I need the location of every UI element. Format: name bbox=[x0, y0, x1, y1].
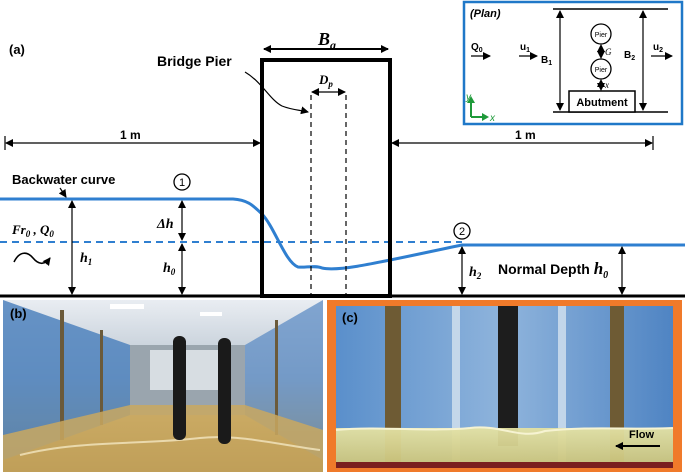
plan-view-title: (Plan) bbox=[470, 8, 501, 20]
normal-depth-label: Normal Depth h0 bbox=[498, 259, 608, 281]
plan-axis-y-head bbox=[467, 96, 475, 103]
photo-c-ruler-bottom bbox=[336, 462, 673, 468]
panel-label-b: (b) bbox=[10, 306, 27, 321]
photo-b-post-2 bbox=[100, 330, 103, 425]
section-1-label: 1 bbox=[179, 177, 185, 189]
plan-axis-x-head bbox=[482, 113, 489, 121]
bridge-pier-leader bbox=[244, 71, 309, 115]
backwater-label: Backwater curve bbox=[12, 172, 115, 187]
panel-label-c: (c) bbox=[342, 310, 358, 325]
photo-c-flow-label: Flow bbox=[629, 429, 654, 441]
photo-c-water-surface bbox=[335, 426, 674, 435]
photo-b-light-1 bbox=[110, 304, 144, 309]
downstream-distance-label: 1 m bbox=[515, 128, 536, 142]
section-2-label: 2 bbox=[459, 226, 465, 238]
photo-c-post-left bbox=[385, 306, 401, 466]
photo-b-pier-right bbox=[218, 338, 231, 444]
plan-pier-top-label: Pier bbox=[595, 32, 608, 39]
plan-u2-label: u2 bbox=[653, 42, 663, 54]
plan-offset-label: x bbox=[604, 80, 609, 90]
plan-axis-x-label: x bbox=[489, 113, 496, 124]
flow-wave-arrow bbox=[13, 252, 51, 266]
plan-abutment-rect bbox=[568, 90, 636, 113]
plan-u1-label: u1 bbox=[520, 42, 530, 54]
plan-view-inset: (Plan) Q0 u1 B1 Pier Pier G x Abutment B… bbox=[462, 0, 684, 126]
plan-q0-label: Q0 bbox=[471, 42, 483, 54]
upstream-distance-label: 1 m bbox=[120, 128, 141, 142]
photo-b-post-3 bbox=[275, 320, 278, 435]
bridge-abutment-rect bbox=[260, 58, 392, 298]
h0-label: h0 bbox=[163, 261, 176, 277]
photo-c-pier bbox=[498, 306, 518, 446]
photo-b-light-2 bbox=[200, 312, 222, 316]
plan-gap-label: G bbox=[605, 47, 612, 57]
section-2-circle bbox=[453, 222, 471, 240]
bridge-pier-label: Bridge Pier bbox=[157, 53, 232, 69]
photo-c-seam-1 bbox=[452, 306, 460, 466]
photo-c-seam-2 bbox=[558, 306, 566, 466]
photo-panel-c: Flow (c) bbox=[327, 300, 682, 472]
photo-b-water bbox=[3, 405, 323, 472]
width-label: Ba bbox=[317, 29, 336, 52]
plan-axis-y-label: y bbox=[465, 92, 472, 103]
photo-panel-b: (b) bbox=[3, 300, 323, 472]
photo-c-post-right bbox=[610, 306, 624, 466]
plan-pier-bottom-label: Pier bbox=[595, 67, 608, 74]
backwater-leader bbox=[58, 187, 67, 198]
delta-h-label: Δh bbox=[156, 217, 174, 232]
plan-b2-label: B2 bbox=[624, 50, 635, 62]
h2-label: h2 bbox=[469, 265, 482, 281]
photo-b-water-sheen bbox=[19, 436, 321, 456]
schematic-panel: (a) Ba Dp Bridge Pier 1 m 1 m Backwater … bbox=[0, 29, 685, 298]
panel-label-a: (a) bbox=[9, 42, 25, 57]
plan-b1-label: B1 bbox=[541, 55, 552, 67]
section-1-circle bbox=[173, 173, 191, 191]
h1-label: h1 bbox=[80, 251, 92, 267]
pier-diameter-label: Dp bbox=[318, 72, 333, 89]
photo-b-post-1 bbox=[60, 310, 64, 440]
photo-b-pier-left bbox=[173, 336, 186, 440]
froude-flow-label: Fr0 , Q0 bbox=[11, 222, 54, 239]
plan-abutment-label: Abutment bbox=[576, 97, 628, 109]
water-surface-line bbox=[0, 197, 685, 271]
